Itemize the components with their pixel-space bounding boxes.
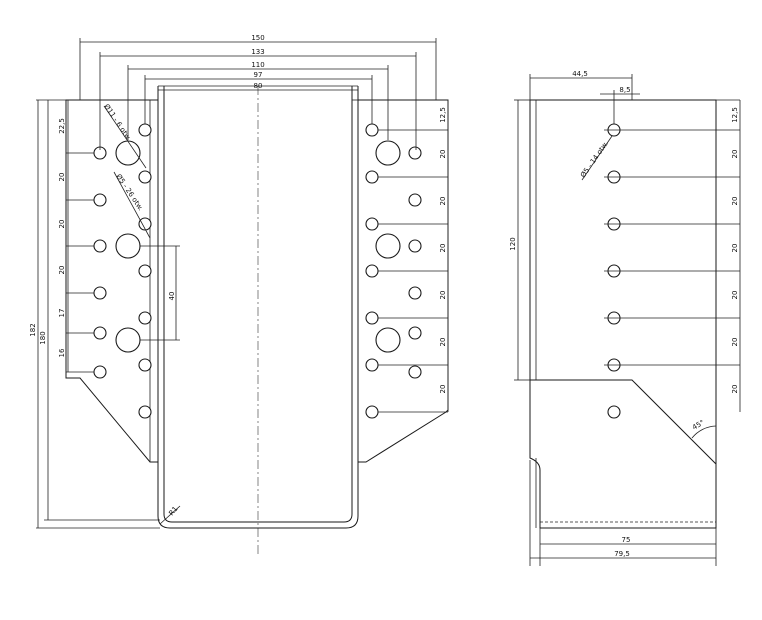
large-hole xyxy=(115,233,141,259)
svg-text:12,5: 12,5 xyxy=(731,107,739,123)
left-flange-holes xyxy=(93,123,152,419)
large-hole xyxy=(375,327,401,353)
spacing-dim: 40 xyxy=(168,292,176,301)
svg-text:20: 20 xyxy=(439,197,447,206)
large-hole xyxy=(115,327,141,353)
svg-text:20: 20 xyxy=(439,150,447,159)
svg-text:20: 20 xyxy=(439,244,447,253)
front-left-hole-dims: 22,5 20 20 20 17 16 xyxy=(58,100,69,372)
side-view: 44,5 8,5 120 12,5 20 20 20 20 20 20 Ø5 -… xyxy=(509,70,741,566)
large-hole xyxy=(375,140,401,166)
dim-8-5: 8,5 xyxy=(619,86,630,94)
svg-text:17: 17 xyxy=(58,309,66,318)
large-hole xyxy=(115,140,141,166)
svg-text:20: 20 xyxy=(439,291,447,300)
side-right-dims: 12,5 20 20 20 20 20 20 xyxy=(731,100,741,412)
front-top-dims: 150 133 110 97 80 xyxy=(79,34,437,150)
svg-text:22,5: 22,5 xyxy=(58,118,66,134)
right-flange-holes xyxy=(365,123,422,419)
svg-text:20: 20 xyxy=(731,338,739,347)
dim-150: 150 xyxy=(251,34,264,42)
svg-text:20: 20 xyxy=(731,385,739,394)
u-body-outline xyxy=(157,86,359,529)
front-view: 40 150 133 110 97 80 xyxy=(29,34,449,556)
dim-182: 182 xyxy=(29,323,37,336)
svg-text:20: 20 xyxy=(439,385,447,394)
svg-text:20: 20 xyxy=(439,338,447,347)
dim-180: 180 xyxy=(39,331,47,344)
side-hole-note: Ø5 - 14 otw. xyxy=(579,140,610,179)
dim-75: 75 xyxy=(622,536,631,544)
large-hole xyxy=(375,233,401,259)
dim-110: 110 xyxy=(251,61,264,69)
dim-79-5: 79,5 xyxy=(614,550,630,558)
dim-80: 80 xyxy=(254,82,263,90)
front-left-outer-dims: 182 180 xyxy=(29,99,160,529)
svg-text:20: 20 xyxy=(731,244,739,253)
dim-133: 133 xyxy=(251,48,264,56)
angle-note: 45° xyxy=(691,419,706,432)
svg-text:16: 16 xyxy=(58,348,66,357)
dim-120: 120 xyxy=(509,237,517,250)
dim-44-5: 44,5 xyxy=(572,70,588,78)
side-outline xyxy=(529,99,717,466)
svg-text:20: 20 xyxy=(731,197,739,206)
svg-text:20: 20 xyxy=(58,173,66,182)
front-right-hole-dims: 12,5 20 20 20 20 20 20 xyxy=(439,100,449,412)
svg-text:20: 20 xyxy=(58,266,66,275)
svg-text:12,5: 12,5 xyxy=(439,107,447,123)
svg-text:20: 20 xyxy=(731,150,739,159)
svg-text:20: 20 xyxy=(731,291,739,300)
svg-text:20: 20 xyxy=(58,220,66,229)
dim-97: 97 xyxy=(254,71,263,79)
